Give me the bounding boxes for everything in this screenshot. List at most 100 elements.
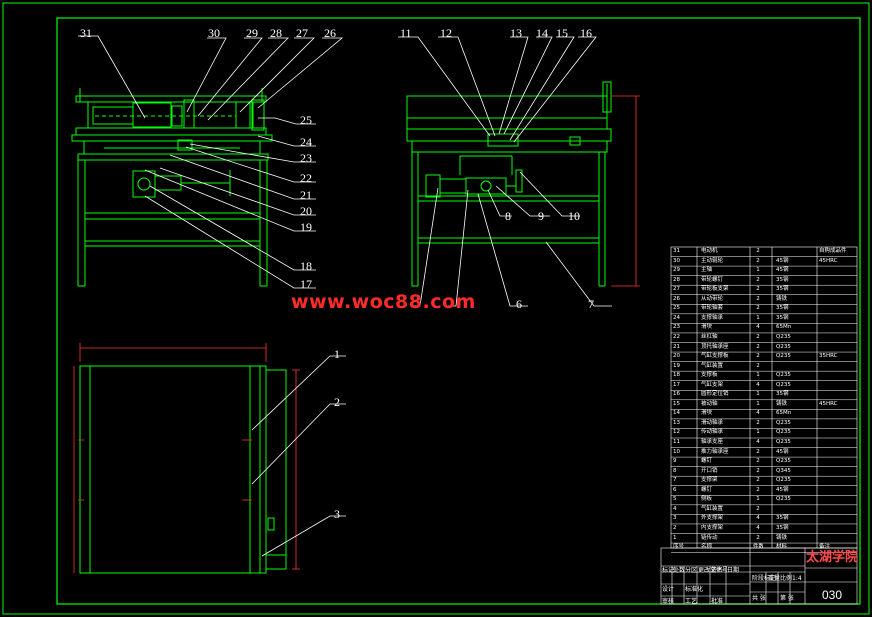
leader-label: 17 [300,277,312,291]
bom-cell-qty: 2 [756,486,760,493]
bom-cell-no: 11 [673,439,680,445]
bom-cell-material: 35钢 [776,286,789,293]
bom-cell-material: 材料 [776,544,788,551]
bom-cell-note: 45HRC [819,400,838,407]
bom-cell-qty: 2 [756,295,760,302]
bom-cell-material: Q235 [776,419,791,426]
bom-cell-material: 45钢 [776,486,789,493]
side-view [406,81,612,287]
title-block-cell: 标准化 [685,586,704,593]
bom-cell-qty: 1 [756,391,760,398]
bom-cell-name: 气缸装置 [701,362,724,369]
bom-cell-qty: 4 [756,381,760,388]
bom-cell-no: 22 [673,333,680,340]
bom-cell-qty: 2 [756,419,760,426]
bom-cell-material: Q345 [776,467,791,474]
bom-cell-name: 推力轴承座 [701,448,729,455]
bom-cell-name: 丝杠轴 [701,333,718,340]
bom-cell-material: Q235 [776,333,791,340]
title-block-cell: 签名 [711,567,724,574]
title-block-cell: 1:4 [792,575,802,582]
bom-cell-name: 支撑架 [701,477,718,484]
leader-label: 30 [208,26,220,40]
bom-cell-no: 9 [673,458,677,465]
bom-cell-qty: 4 [756,410,760,417]
bom-cell-qty: 2 [756,448,760,455]
title-block-cell: 共 张 [752,595,766,602]
leader-label: 29 [246,26,258,40]
title-block-cell: 审核 [662,598,675,605]
bom-cell-name: 带轮螺钉 [701,276,724,283]
bom-cell-no: 8 [673,467,677,474]
bom-cell-qty: 件数 [753,544,763,551]
bom-cell-name: 螺钉 [701,458,713,465]
bom-cell-material: 45钢 [776,267,789,274]
bom-cell-material: Q235 [776,429,791,436]
leader-label: 14 [536,26,548,40]
bom-cell-material: 65Mn [776,410,792,417]
title-block-cell: 更改文件号 [698,567,729,574]
bom-cell-material: Q235 [776,439,791,445]
bom-cell-material: Q235 [776,353,791,360]
bom-cell-name: 主轴 [701,267,713,274]
bom-cell-material: Q235 [776,372,791,379]
bom-cell-qty: 1 [756,496,760,503]
title-block-grid [660,547,858,605]
leader-label: 23 [300,151,312,165]
plan-view [79,365,287,574]
bom-cell-qty: 2 [756,333,760,340]
leader-label: 18 [300,259,312,273]
bom-cell-qty: 4 [756,324,760,331]
bom-cell-note: 备注 [819,544,831,551]
title-block-cell: 标记 [662,567,675,574]
bom-cell-material: Q235 [776,496,791,503]
bom-cell-no: 16 [673,391,680,398]
side-view-dimension [611,95,640,287]
bom-cell-no: 17 [673,381,680,388]
bom-cell-name: 气缸支撑板 [701,353,729,360]
bom-cell-name: 从动带轮 [701,295,724,302]
leader-label: 24 [300,135,312,149]
bom-cell-material: 铸铁 [776,400,788,407]
bom-cell-qty: 2 [756,248,760,254]
bom-cell-material: Q235 [776,458,791,465]
bom-cell-no: 21 [673,343,680,350]
bom-cell-no: 12 [673,429,680,436]
bom-cell-qty: 2 [756,467,760,474]
bom-cell-name: 气缸支架 [701,381,724,388]
bom-cell-material: 35钢 [776,391,789,398]
leader-label: 12 [440,26,452,40]
bom-cell-name: 轴承支座 [701,439,724,445]
bom-cell-name: 传动轴承 [701,429,724,436]
bom-cell-qty: 4 [756,515,760,522]
bom-row: 11 轴承支座 4 Q235 [671,438,857,448]
bom-cell-name: 开口销 [701,467,718,474]
bom-cell-name: 滑块 [701,410,713,417]
leader-label: 10 [568,209,580,223]
bom-cell-name: 滑块 [701,324,713,331]
bom-cell-note: 35HRC [819,353,838,360]
bom-cell-no: 24 [673,314,680,321]
bom-cell-note: 自购成品件 [819,248,847,254]
bom-cell-qty: 4 [756,439,760,445]
bom-cell-qty: 1 [756,267,760,274]
bom-row: 22 丝杠轴 2 Q235 [671,333,857,343]
leader-label: 13 [510,26,522,40]
bom-cell-name: 电动机 [701,248,718,254]
title-block-cell: 日期 [727,567,740,574]
bom-cell-material: 35钢 [776,314,789,321]
bom-cell-name: 带轮轴套 [701,305,724,312]
bom-cell-no: 14 [673,410,680,417]
bom-cell-name: 支撑板 [701,372,718,379]
